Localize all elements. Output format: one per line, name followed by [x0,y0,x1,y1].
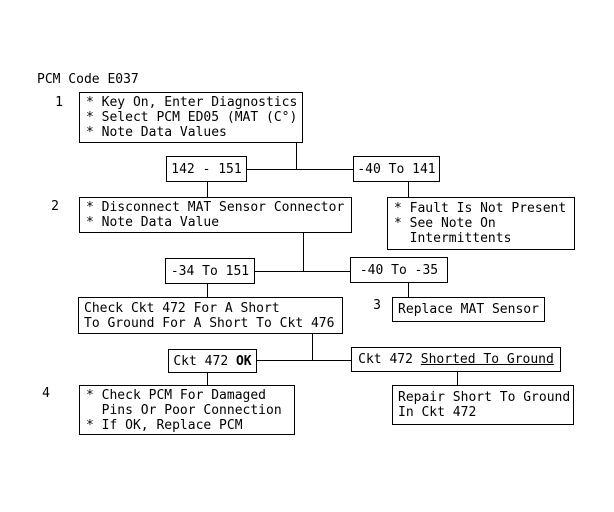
value-box-neg40-to-141: -40 To 141 [353,156,440,182]
connector-range-row-2-horizontal [255,271,350,272]
box-line: * Check PCM For Damaged [86,388,267,403]
connector-neg40-neg35-to-replace [408,283,409,297]
ckt-472-ok-prefix: Ckt 472 [173,353,236,369]
ckt-472-shorted-underlined: Shorted To Ground [420,352,554,367]
connector-ckt-ok-to-box4 [207,373,208,385]
box-line: Pins Or Poor Connection [86,403,282,418]
box-line: Repair Short To Ground [398,390,571,405]
step-number-1: 1 [55,95,63,110]
value-box-neg34-to-151: -34 To 151 [165,258,255,284]
box-fault-not-present: * Fault Is Not Present * See Note On Int… [387,197,575,250]
box-line: To Ground For A Short To Ckt 476 [84,316,335,331]
box-line: * If OK, Replace PCM [86,418,243,433]
box-line: Check Ckt 472 For A Short [84,301,280,316]
value-box-ckt-472-ok: Ckt 472 OK [168,349,257,373]
box-line: * Fault Is Not Present [394,201,567,216]
connector-142-151-to-box2 [207,182,208,197]
connector-box2-to-range-row-2 [303,233,304,271]
step-number-4: 4 [42,386,50,401]
box-check-pcm: * Check PCM For Damaged Pins Or Poor Con… [79,385,295,435]
value-box-142-151: 142 - 151 [166,156,247,182]
box-line: * Note Data Value [86,215,220,230]
box-line: * Select PCM ED05 (MAT (C°) [86,110,298,125]
ckt-472-ok-emphasis: OK [235,353,252,369]
connector-check-box-to-ckt-row [312,334,313,360]
connector-box1-to-range-row [296,143,297,169]
connector-neg34-151-to-check-box [207,284,208,297]
box-disconnect-mat-sensor: * Disconnect MAT Sensor Connector * Note… [79,197,352,233]
box-repair-short: Repair Short To Ground In Ckt 472 [392,385,574,425]
value-box-ckt-472-shorted: Ckt 472 Shorted To Ground [351,347,561,372]
box-line: * Note Data Values [86,125,227,140]
box-line: In Ckt 472 [398,405,477,420]
step-number-3: 3 [373,298,381,313]
value-box-neg40-to-neg35: -40 To -35 [350,257,448,283]
box-line: * See Note On [394,216,496,231]
box-check-ckt-472: Check Ckt 472 For A Short To Ground For … [78,297,343,334]
box-key-on-diagnostics: * Key On, Enter Diagnostics * Select PCM… [79,92,303,143]
diagram-title: PCM Code E037 [37,72,139,87]
box-line: * Disconnect MAT Sensor Connector [86,200,345,215]
box-line: Intermittents [394,231,512,246]
step-number-2: 2 [51,199,59,214]
connector-range-row-1-horizontal [247,169,353,170]
connector-ckt-row-horizontal [257,360,351,361]
connector-neg40-141-to-fault-box [408,182,409,197]
box-replace-mat-sensor: Replace MAT Sensor [392,297,545,322]
ckt-472-shorted-prefix: Ckt 472 [358,352,421,367]
box-line: * Key On, Enter Diagnostics [86,95,298,110]
connector-shorted-to-repair-box [457,372,458,385]
